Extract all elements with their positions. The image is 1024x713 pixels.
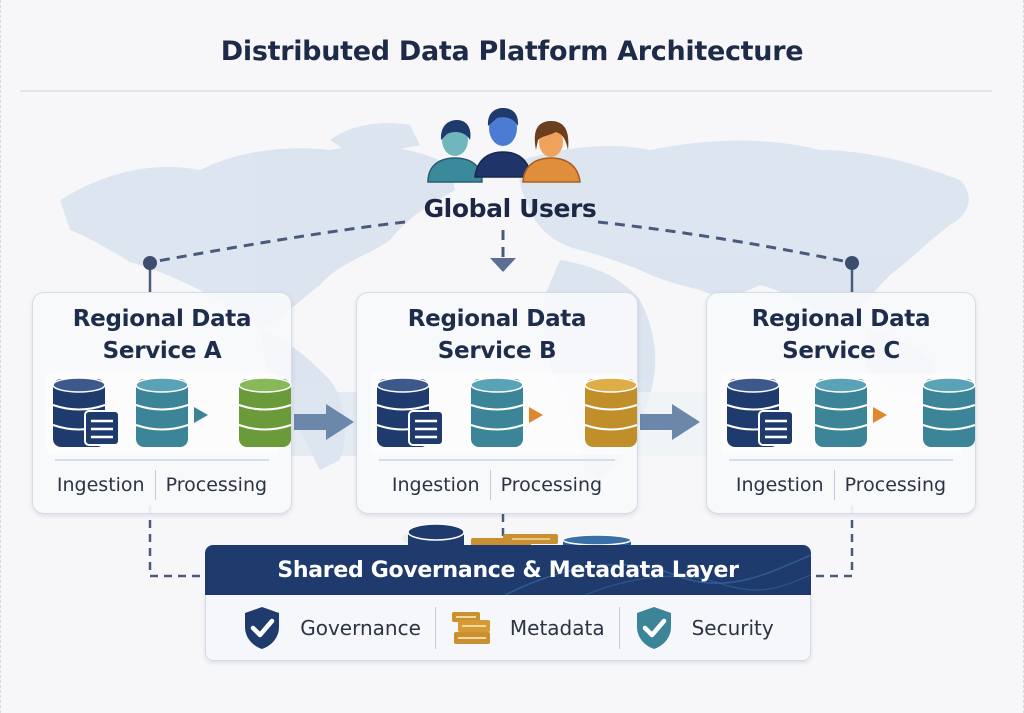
service-title-line1: Regional Data — [72, 306, 252, 332]
ingestion-label: Ingestion — [391, 474, 480, 496]
footer-separator — [489, 470, 491, 500]
regional-service-c-card[interactable]: Regional Data Service C Ingestion Proces… — [706, 292, 976, 514]
service-footer: Ingestion Processing — [357, 469, 637, 501]
service-title-line2: Service B — [437, 338, 557, 364]
service-divider — [379, 459, 615, 461]
database-pipeline — [47, 373, 292, 455]
ingestion-database-icon — [726, 377, 794, 447]
service-footer: Ingestion Processing — [33, 469, 291, 501]
governance-label: Governance — [300, 615, 421, 640]
governance-layer-title: Shared Governance & Metadata Layer — [277, 558, 739, 583]
pin-service-c — [845, 256, 859, 292]
service-title: Regional Data Service C — [707, 303, 975, 367]
ingestion-database-icon — [376, 377, 444, 447]
service-title: Regional Data Service B — [357, 303, 637, 367]
security-item[interactable]: Security — [634, 605, 774, 651]
service-title-line1: Regional Data — [407, 306, 587, 332]
footer-separator — [833, 470, 835, 500]
wave-decoration — [504, 554, 811, 595]
regional-service-a-card[interactable]: Regional Data Service A Ingestion Proces… — [32, 292, 292, 514]
processing-database-icon — [470, 377, 524, 447]
governance-separator — [618, 606, 620, 649]
service-title-line2: Service A — [102, 338, 222, 364]
database-pipeline — [721, 373, 976, 455]
output-database-icon — [238, 377, 292, 447]
metadata-label: Metadata — [509, 615, 605, 640]
output-database-icon — [922, 377, 976, 447]
ingestion-label: Ingestion — [735, 474, 824, 496]
global-users-label: Global Users — [423, 194, 597, 223]
service-title-line1: Regional Data — [751, 306, 931, 332]
document-icon — [758, 410, 794, 446]
document-icon — [84, 410, 120, 446]
service-footer: Ingestion Processing — [707, 469, 975, 501]
page-title: Distributed Data Platform Architecture — [220, 36, 804, 67]
governance-connectors — [148, 506, 854, 578]
ingestion-database-icon — [52, 377, 120, 447]
connector-to-service-c — [597, 220, 849, 264]
processing-label: Processing — [500, 474, 603, 496]
output-database-icon — [584, 377, 638, 447]
connector-c-to-governance — [810, 506, 854, 578]
users-group-icon — [427, 108, 581, 183]
service-divider — [55, 459, 269, 461]
governance-layer-body: Governance Metadata Security — [205, 595, 811, 661]
regional-service-b-card[interactable]: Regional Data Service B Ingestion Proces… — [356, 292, 638, 514]
document-icon — [408, 410, 444, 446]
flow-arrow-icon — [529, 407, 543, 423]
user-connectors — [151, 220, 849, 264]
flow-arrow-icon — [873, 407, 887, 423]
governance-layer-header: Shared Governance & Metadata Layer — [205, 545, 811, 595]
flow-arrow-icon — [194, 407, 208, 423]
governance-separator — [434, 606, 436, 649]
processing-database-icon — [135, 377, 189, 447]
database-pipeline — [371, 373, 638, 455]
pin-service-a — [143, 256, 157, 292]
shield-check-icon — [636, 606, 671, 649]
service-title: Regional Data Service A — [33, 303, 291, 367]
connector-a-to-governance — [148, 506, 206, 578]
connector-to-service-a — [151, 220, 406, 264]
processing-database-icon — [814, 377, 868, 447]
processing-label: Processing — [844, 474, 947, 496]
processing-label: Processing — [165, 474, 268, 496]
metadata-item[interactable]: Metadata — [450, 608, 605, 648]
governance-item[interactable]: Governance — [242, 605, 421, 651]
down-arrow-icon — [490, 258, 516, 272]
service-divider — [729, 459, 953, 461]
ingestion-label: Ingestion — [56, 474, 145, 496]
governance-stack-decoration — [402, 523, 632, 550]
service-title-line2: Service C — [782, 338, 900, 364]
flow-arrow-b-to-c — [638, 392, 706, 456]
flow-arrow-a-to-b — [292, 392, 356, 456]
security-label: Security — [691, 615, 774, 640]
metadata-stack-icon — [451, 611, 490, 644]
title-divider — [20, 90, 992, 92]
footer-separator — [154, 470, 156, 500]
shield-check-icon — [245, 606, 280, 649]
